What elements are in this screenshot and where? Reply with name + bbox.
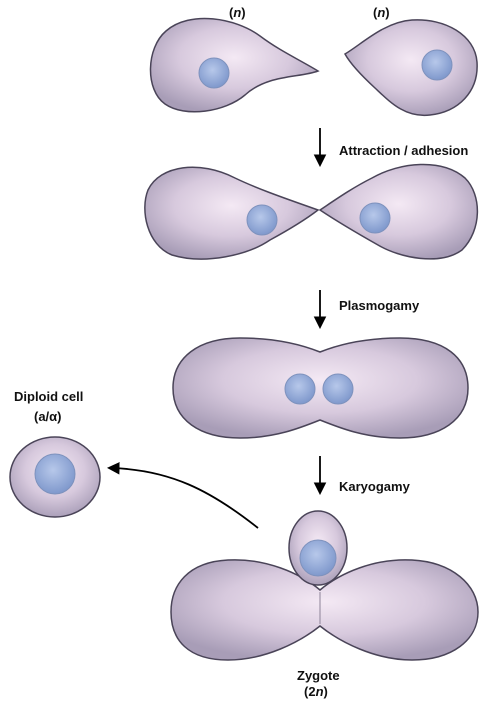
step-label-attraction: Attraction / adhesion [339, 143, 468, 158]
diploid-cell [9, 436, 101, 518]
zygote-ploidy-num: 2 [308, 684, 315, 699]
nucleus-adhering-left [246, 204, 278, 236]
zygote-ploidy-var: n [316, 684, 324, 699]
step-label-plasmogamy: Plasmogamy [339, 298, 420, 313]
haploid-cell-right [343, 19, 478, 117]
step-label-karyogamy: Karyogamy [339, 479, 411, 494]
adhering-cell-right [318, 163, 479, 260]
diploid-mating-type: (a/α) [34, 409, 62, 424]
adhering-cell-left [144, 166, 320, 260]
nucleus-diploid [34, 453, 76, 495]
ploidy-label-right: (n) [373, 5, 390, 20]
ploidy-label-left: (n) [229, 5, 246, 20]
nucleus-plasmogamy-right [322, 373, 354, 405]
nucleus-right [421, 49, 453, 81]
zygote-label: Zygote [297, 668, 340, 683]
zygote-bud [288, 510, 348, 586]
ploidy-left-var: n [233, 5, 241, 20]
zygote-cell [170, 559, 479, 661]
nucleus-left [198, 57, 230, 89]
plasmogamy-cell [172, 337, 469, 439]
nucleus-plasmogamy-left [284, 373, 316, 405]
haploid-cell-left [149, 17, 320, 113]
zygote-ploidy: (2n) [304, 684, 328, 699]
budding-arrow [106, 461, 259, 529]
nucleus-adhering-right [359, 202, 391, 234]
nucleus-bud [299, 539, 337, 577]
ploidy-right-var: n [377, 5, 385, 20]
diploid-label: Diploid cell [14, 389, 83, 404]
